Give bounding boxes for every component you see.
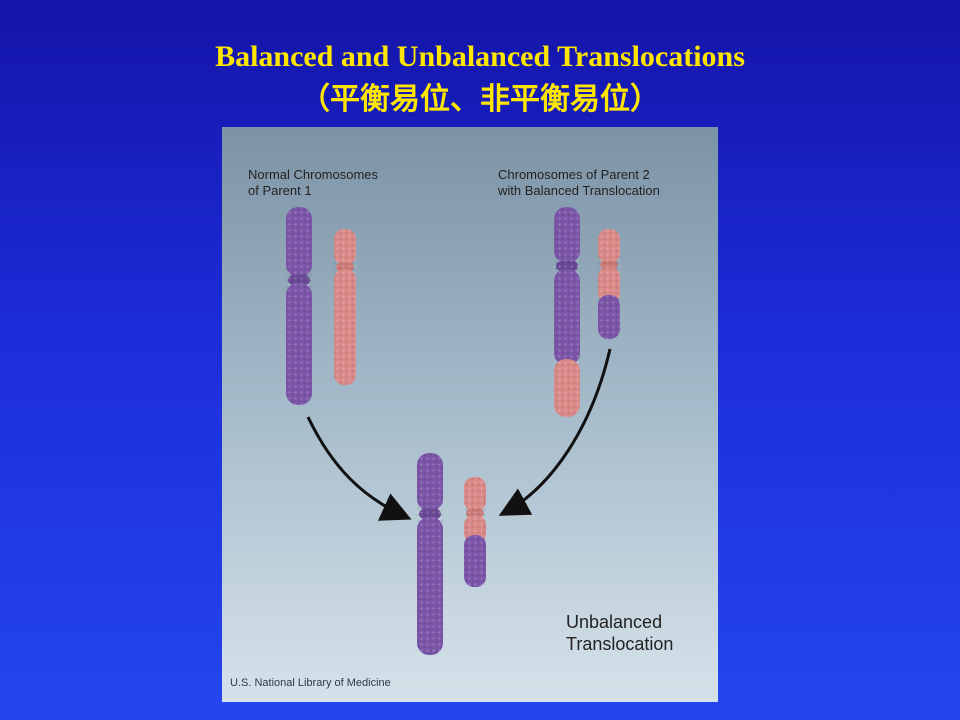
parent1-label-line1: Normal Chromosomes xyxy=(248,167,379,182)
parent2-large-chromosome xyxy=(554,207,580,417)
parent2-label-line2: with Balanced Translocation xyxy=(498,183,660,198)
parent2-small-chromosome xyxy=(598,229,620,339)
credit-text: U.S. National Library of Medicine xyxy=(230,677,391,689)
offspring-large-chromosome xyxy=(417,453,443,655)
result-label: Unbalanced Translocation xyxy=(566,611,673,655)
parent2-label: Chromosomes of Parent 2 with Balanced Tr… xyxy=(498,167,660,199)
parent1-label-line2: of Parent 1 xyxy=(248,183,312,198)
result-label-line1: Unbalanced xyxy=(566,612,663,632)
offspring-small-chromosome xyxy=(464,477,486,587)
arrow-from-parent2 xyxy=(498,348,612,516)
parent1-small-chromosome xyxy=(334,229,356,385)
chromosome-diagram xyxy=(286,207,620,655)
arrow-from-parent1 xyxy=(306,416,412,521)
translocation-figure: Normal Chromosomes of Parent 1 Chromosom… xyxy=(222,127,718,702)
slide-subtitle: （平衡易位、非平衡易位） xyxy=(300,82,660,117)
result-label-line2: Translocation xyxy=(566,634,674,654)
slide-title: Balanced and Unbalanced Translocations xyxy=(215,40,745,73)
parent2-label-line1: Chromosomes of Parent 2 xyxy=(498,167,650,182)
parent1-large-chromosome xyxy=(286,207,312,405)
parent1-label: Normal Chromosomes of Parent 1 xyxy=(248,167,378,199)
